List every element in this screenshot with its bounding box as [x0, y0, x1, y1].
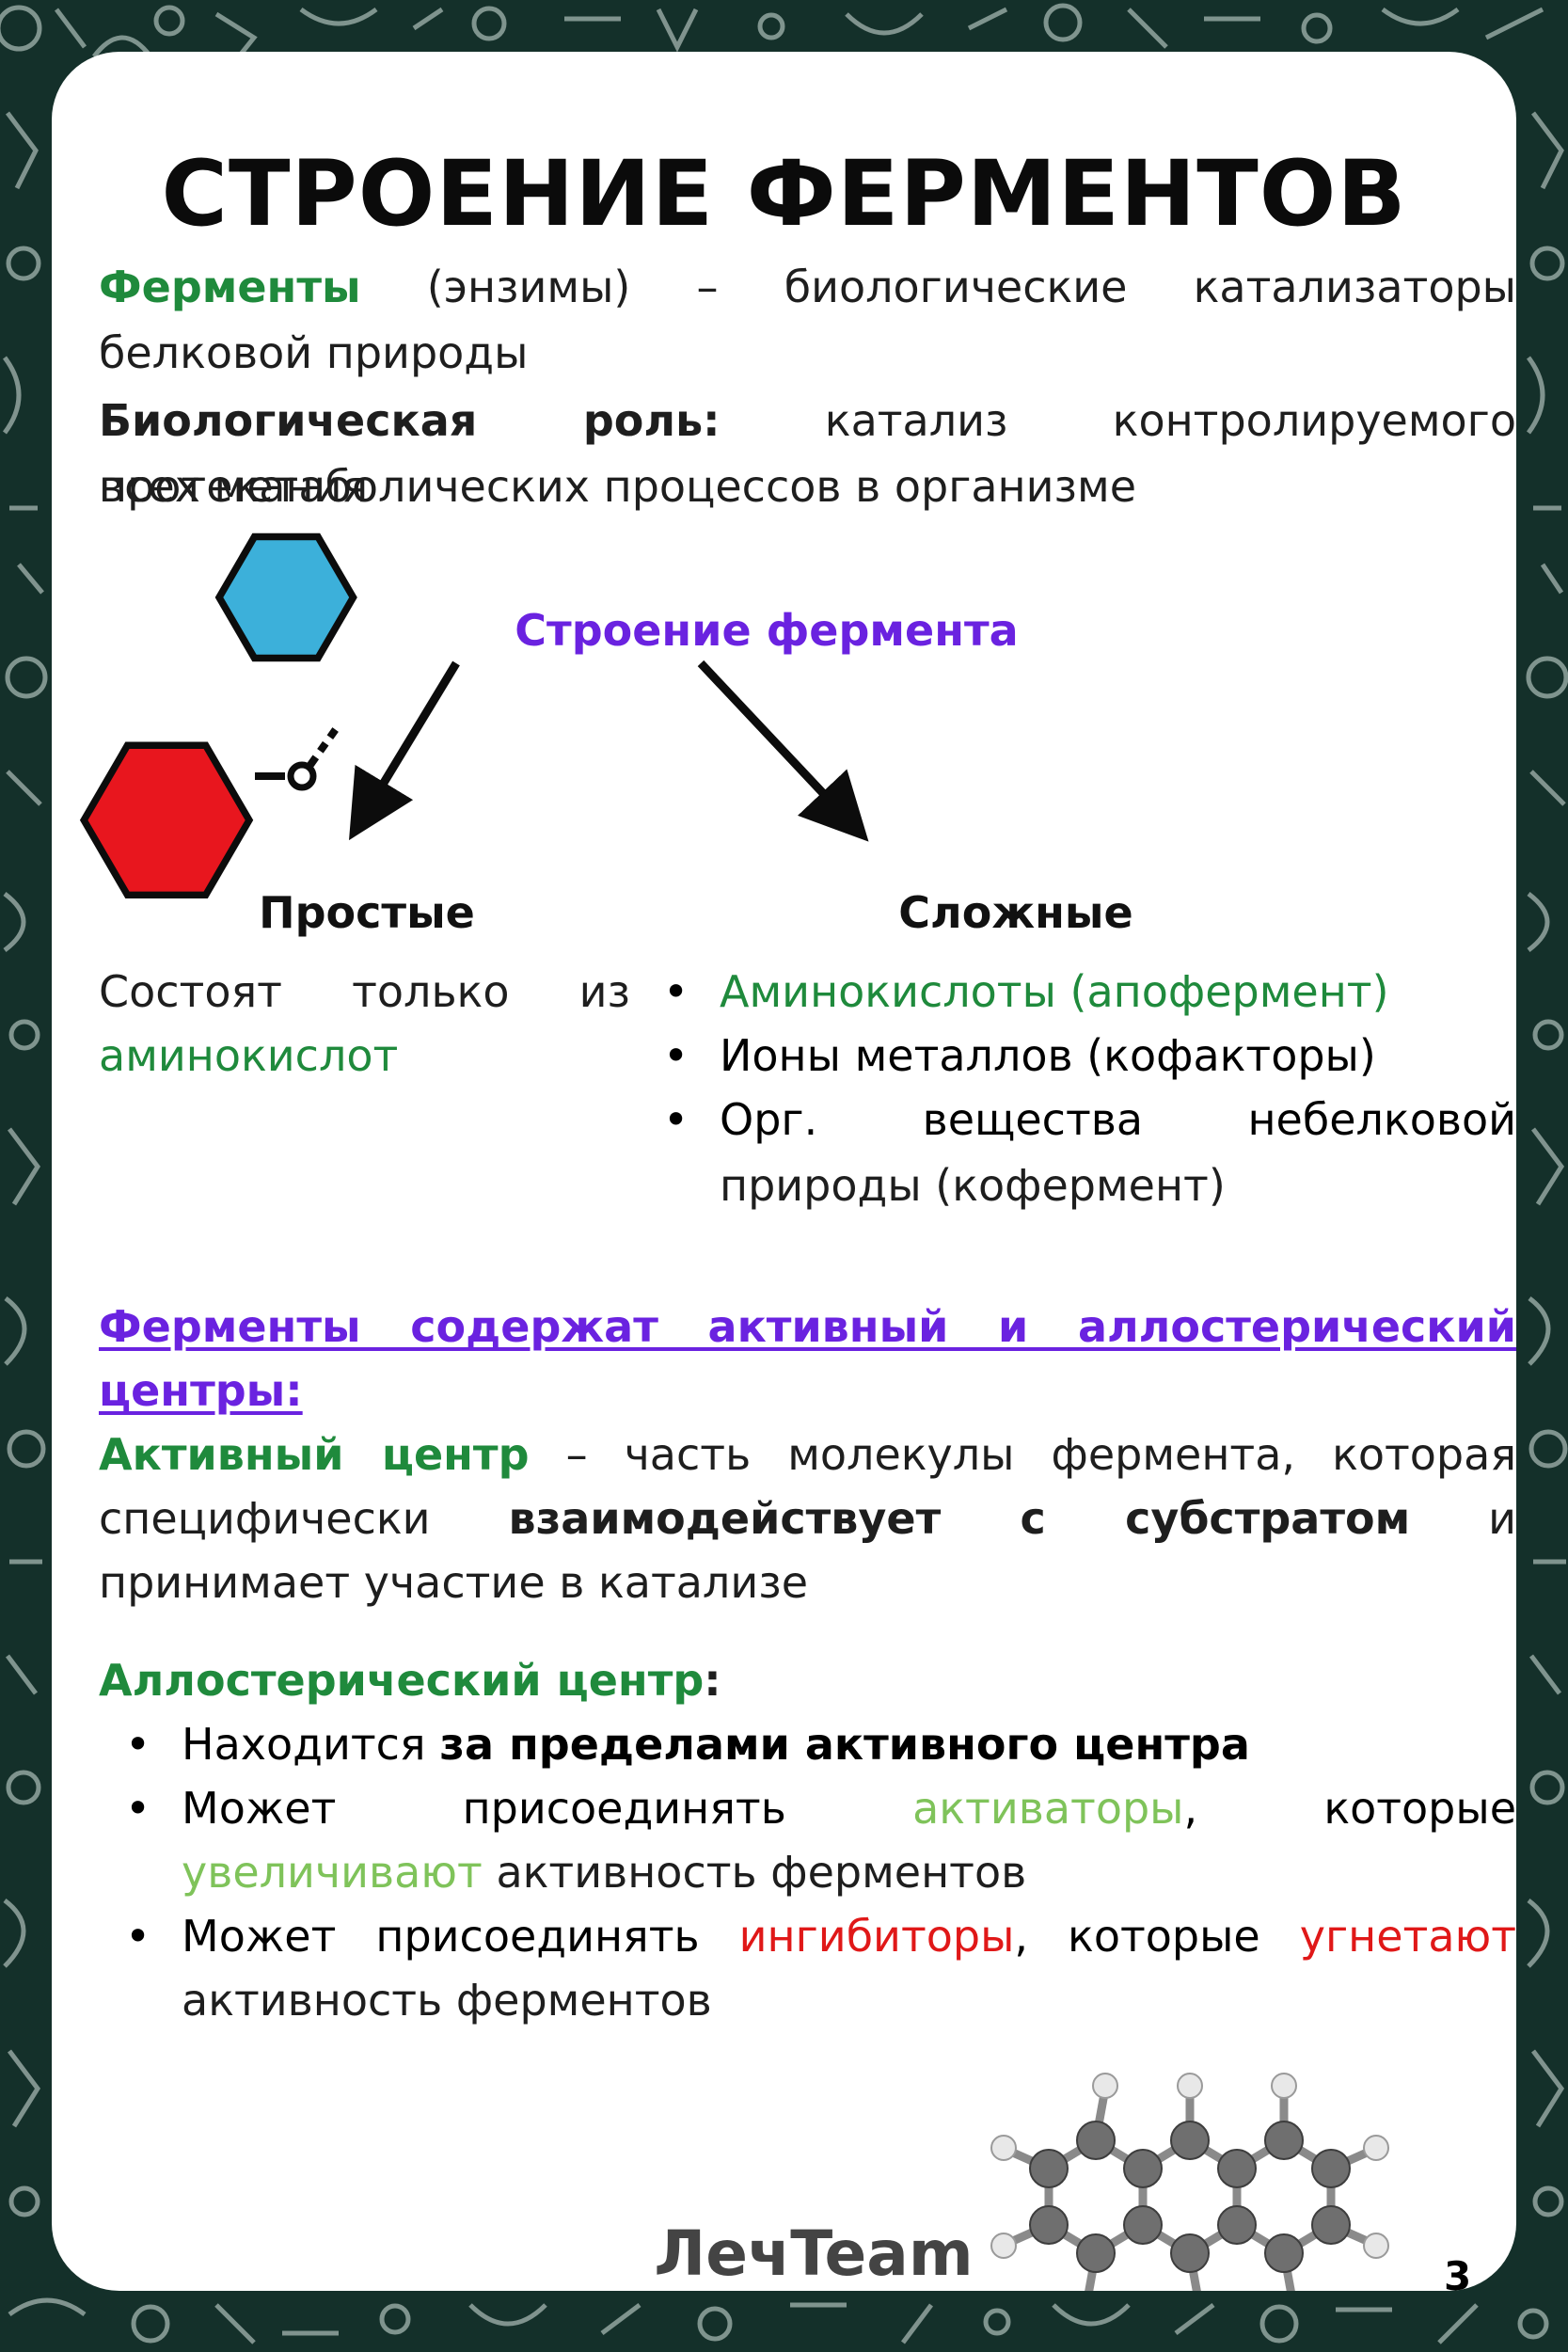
complex-title: Сложные — [898, 887, 1133, 938]
centers-heading-line-1: Ферменты содержат активный и аллостериче… — [99, 1301, 1516, 1352]
allosteric-heading: Аллостерический центр: — [99, 1647, 1516, 1713]
brand-logo: ЛечTeam — [654, 2217, 974, 2290]
allosteric-item-1: • Находится за пределами активного центр… — [125, 1711, 1516, 1777]
arrow-to-complex — [697, 660, 869, 842]
role-label: Биологическая роль: — [99, 395, 721, 446]
allosteric-item-2-line-2: увеличивают активность ферментов — [182, 1839, 1516, 1905]
page-title: СТРОЕНИЕ ФЕРМЕНТОВ — [161, 141, 1407, 246]
item-3-pre: Может присоединять — [182, 1911, 700, 1962]
active-center-text: – часть молекулы фермента, которая — [565, 1429, 1516, 1480]
item-3-suppress: угнетают — [1299, 1911, 1516, 1962]
centers-heading-line-2: центры: — [99, 1365, 303, 1416]
item-1-pre: Находится — [182, 1719, 426, 1770]
role-text: катализ контролируемого протекания — [99, 395, 1516, 512]
branch-arrows — [349, 660, 869, 842]
complex-item-2-text: Ионы металлов (кофакторы) — [720, 1030, 1376, 1081]
simple-title: Простые — [259, 887, 475, 938]
item-3-inhibitors: ингибиторы — [738, 1911, 1015, 1962]
bullet-icon: • — [125, 1719, 151, 1770]
allosteric-item-2-text: Может присоединять активаторы, которые — [182, 1775, 1516, 1841]
complex-item-2: • Ионы металлов (кофакторы) — [663, 1023, 1516, 1089]
item-2-activators: активаторы — [912, 1783, 1184, 1834]
allosteric-colon: : — [704, 1655, 721, 1706]
definition-term: Ферменты — [99, 262, 361, 312]
complex-item-1-text: Аминокислоты (апофермент) — [720, 966, 1389, 1017]
molecule-model-illustration — [990, 2073, 1389, 2291]
definition-text: (энзимы) – биологические катализаторы — [426, 262, 1516, 312]
bullet-icon: • — [125, 1911, 151, 1962]
coenzyme-rings-illustration — [79, 532, 357, 899]
item-2-increase: увеличивают — [182, 1847, 483, 1898]
allosteric-item-1-text: Находится за пределами активного центра — [182, 1711, 1516, 1777]
role-line-1: Биологическая роль: катализ контролируем… — [99, 388, 1516, 519]
simple-line-2: аминокислот — [99, 1030, 399, 1081]
item-3-mid: , которые — [1014, 1911, 1260, 1962]
active-center-term: Активный центр — [99, 1429, 530, 1480]
allosteric-item-3-line-2: активность ферментов — [182, 1975, 712, 2026]
bullet-icon: • — [663, 1030, 689, 1081]
bullet-icon: • — [125, 1783, 151, 1834]
allosteric-item-3-text: Может присоединять ингибиторы, которые у… — [182, 1903, 1516, 1969]
complex-item-3-text: Орг. вещества небелковой — [720, 1094, 1516, 1145]
active-specific-text: специфически — [99, 1493, 431, 1544]
definition-line-1: Ферменты (энзимы) – биологические катали… — [99, 254, 1516, 320]
structure-heading: Строение фермента — [515, 605, 1019, 656]
active-center-line-1: Активный центр – часть молекулы фермента… — [99, 1422, 1516, 1487]
content-card: СТРОЕНИЕ ФЕРМЕНТОВ Ферменты (энзимы) – б… — [52, 52, 1516, 2291]
complex-item-3: • Орг. вещества небелковой — [663, 1087, 1516, 1152]
item-2-post: активность ферментов — [496, 1847, 1027, 1898]
complex-item-3-line-2: природы (кофермент) — [720, 1160, 1226, 1211]
active-center-line-3: принимает участие в катализе — [99, 1557, 808, 1608]
item-1-bold: за пределами активного центра — [439, 1719, 1250, 1770]
active-and-text: и — [1488, 1493, 1516, 1544]
simple-line-1: Состоят только из — [99, 966, 630, 1017]
active-bold-text: взаимодействует с субстратом — [508, 1493, 1411, 1544]
bullet-icon: • — [663, 1094, 689, 1145]
active-center-line-2: специфически взаимодействует с субстрато… — [99, 1486, 1516, 1551]
bullet-icon: • — [663, 966, 689, 1017]
complex-item-1: • Аминокислоты (апофермент) — [663, 959, 1516, 1025]
allosteric-item-2: • Может присоединять активаторы, которые — [125, 1775, 1516, 1841]
arrow-to-simple — [349, 660, 460, 841]
item-2-mid: , которые — [1183, 1783, 1516, 1834]
allosteric-term: Аллостерический центр — [99, 1655, 705, 1706]
allosteric-item-3: • Может присоединять ингибиторы, которые… — [125, 1903, 1516, 1969]
page-number: 3 — [1444, 2253, 1472, 2291]
role-line-2: всех метаболических процессов в организм… — [99, 461, 1136, 512]
item-2-pre: Может присоединять — [182, 1783, 786, 1834]
definition-line-2: белковой природы — [99, 327, 529, 378]
